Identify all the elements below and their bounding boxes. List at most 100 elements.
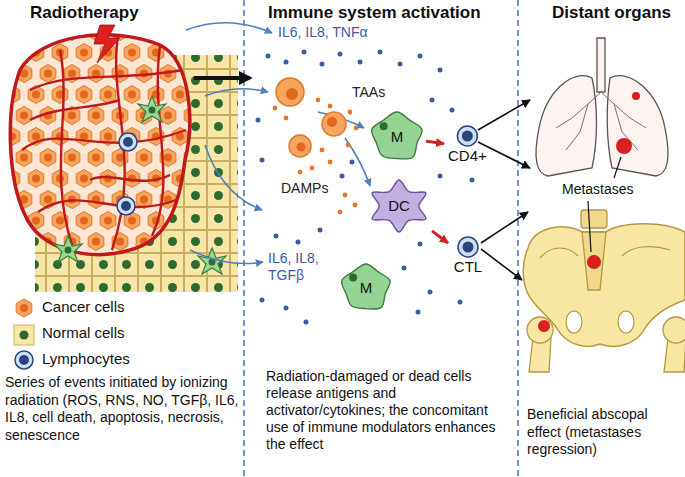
illustration-part [318,112,364,128]
cell-label: DC [388,198,410,215]
legend-entry: Normal cells [42,324,125,342]
illustration-part [378,50,383,55]
legend-label: Cancer cells [42,298,125,316]
illustration-part [338,210,343,215]
cancer-cell-swatch [20,304,28,312]
illustration-part [402,266,407,271]
illustration-part [289,135,311,157]
illustration-part [256,118,261,123]
illustration-part [340,174,345,179]
illustration-part [350,160,355,165]
illustration-part [346,143,351,148]
damp-label-holder: DAMPs [281,180,328,197]
panel-divider [243,0,245,477]
illustration-part [527,317,553,343]
macrophage-cell: M [338,262,394,314]
illustration-part [297,143,306,152]
illustration-part [529,338,551,372]
illustration-part [458,300,463,305]
illustration-part [581,210,607,228]
normal-cell-swatch [14,325,34,345]
illustration-part [266,54,271,59]
legend-entry: Lymphocytes [42,350,130,368]
illustration-part [284,60,289,65]
illustration-part [60,50,72,245]
illustration-part [430,98,435,103]
immune-activation [186,23,530,325]
illustration-part [438,174,443,179]
cytokine-label: IL6, IL8, TNFα [278,24,368,41]
illustration-part [470,178,475,183]
illustration-part [353,203,358,208]
illustration-part [664,338,685,372]
cell-label: M [391,129,404,146]
illustration-part [302,50,307,55]
metastases-label: Metastases [560,181,636,198]
illustration-part [112,36,125,250]
panel-caption-holder: Radiation-damaged or dead cells release … [266,368,512,453]
cell-label: CD4+ [448,148,487,165]
presentation-link [426,141,444,144]
illustration-part [22,130,186,150]
illustration-part [354,126,359,131]
illustration-part [418,54,423,59]
legend-label: Normal cells [42,324,125,342]
antigen-label: TAAs [352,84,385,101]
panel-heading: Distant organs [552,3,671,23]
illustration-part [428,290,433,295]
illustration-part [186,23,272,33]
cell-label: M [360,280,373,297]
panel-caption: Beneficial abscopal effect (metastases r… [527,406,679,459]
illustration-part [566,311,582,333]
cancer-cell-swatch [16,299,32,317]
illustration-part [205,89,268,96]
panel-heading: Radiotherapy [30,3,139,23]
t-cell-body [458,237,478,257]
illustration-part [481,249,522,280]
illustration-part [286,88,298,100]
illustration-part [607,76,668,176]
lymphocyte-cell [117,197,135,215]
cell-nucleus [463,242,474,253]
illustration-part [398,62,403,67]
normal-cell-swatch [20,331,29,340]
illustration-part [190,250,263,264]
illustration-part [30,70,182,90]
migration-arrows [478,100,530,280]
damp-label: DAMPs [281,180,328,197]
illustration-part [296,240,301,245]
antigen-label-holder: TAAs [352,84,385,101]
illustration-part [416,310,421,315]
tumor-mass [10,35,189,255]
panel-dividers [244,0,518,477]
cytokine-label: IL6, IL8, TGFβ [268,250,334,284]
dendritic-body [372,180,426,232]
radiation-bolt [94,25,120,63]
illustration-part [327,117,337,127]
panel-caption: Series of events initiated by ionizing r… [5,374,241,444]
legend-swatches [14,299,34,369]
illustration-part [260,298,265,303]
cytokine-label-holder: IL6, IL8, TNFα [278,24,368,41]
illustration-part [338,52,343,57]
illustration-part [30,100,120,120]
illustration-part [320,148,325,153]
main-arrow [194,76,250,80]
lymphocyte-swatch [15,351,33,369]
panel-heading-holder: Immune system activation [268,3,481,23]
panel-divider [517,0,519,477]
illustration-part [205,145,262,210]
illustration-part [618,311,634,333]
cell-nucleus [349,274,357,282]
panel-caption-holder: Beneficial abscopal effect (metastases r… [527,406,679,459]
illustration-part [284,306,289,311]
macrophage-cell: M [368,110,426,164]
stromal-cell [138,96,166,122]
panel-caption-holder: Series of events initiated by ionizing r… [5,374,241,444]
illustration-part [298,170,303,175]
panel-heading: Immune system activation [268,3,481,23]
lungs-figure [536,38,668,176]
metastasis-spot [632,92,640,100]
illustration-part [316,98,321,103]
legend-entry: Cancer cells [42,298,125,316]
